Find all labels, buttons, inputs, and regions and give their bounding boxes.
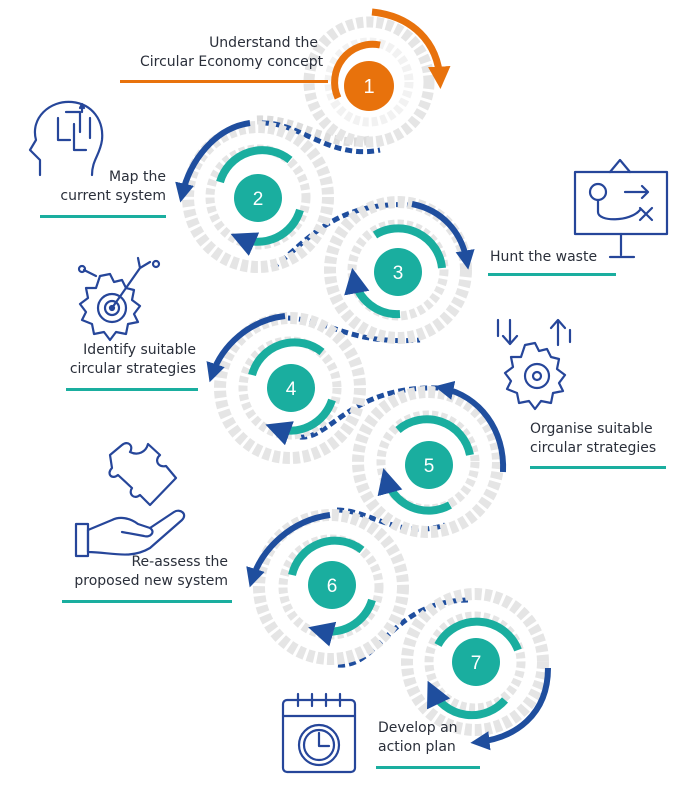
step-3-inner-arrow — [344, 267, 401, 319]
step-7-underline — [376, 766, 480, 769]
step-7-label-line2: action plan — [378, 739, 456, 755]
step-4-underline — [66, 388, 198, 391]
step-5-inner-arc — [395, 415, 474, 456]
step-6-badge — [308, 561, 356, 609]
step-4-outer-arrow — [206, 313, 286, 383]
step-5-label-line2: circular strategies — [530, 440, 657, 456]
step-7-outer-arrow — [470, 667, 551, 751]
step-1-underline — [120, 80, 328, 83]
step-1-arc-arrow — [371, 8, 451, 89]
step-5-inner-arrow — [377, 468, 452, 515]
step-3-inner-arc — [372, 224, 446, 269]
step-4: 4 — [206, 312, 366, 464]
step-7-number: 7 — [471, 653, 482, 674]
step-3-label: Hunt the waste — [490, 248, 610, 267]
step-4-inner-arrow — [265, 398, 336, 446]
step-4-inner-arc — [248, 338, 325, 377]
step-2-label: Map the current system — [40, 168, 166, 206]
step-2-label-line1: Map the — [109, 169, 166, 185]
step-6-inner-arrow — [308, 598, 376, 647]
step-7-label: Develop an action plan — [378, 719, 478, 757]
step-1: 1 — [303, 8, 451, 148]
step-4-badge — [267, 364, 315, 412]
step-6: 6 — [246, 509, 409, 665]
step-5-label-line1: Organise suitable — [530, 421, 653, 437]
step-3-number: 3 — [393, 263, 404, 284]
step-7-label-line1: Develop an — [378, 720, 458, 736]
step-7-inner-arrow — [427, 680, 509, 720]
connector-6-7 — [337, 597, 471, 668]
step-5-number: 5 — [424, 456, 435, 477]
step-3: 3 — [324, 196, 475, 344]
gear-arrows-icon — [496, 318, 572, 411]
presentation-board-icon — [573, 158, 669, 259]
step-5-label: Organise suitable circular strategies — [530, 420, 670, 458]
step-5-badge — [405, 441, 453, 489]
hand-puzzle-icon — [74, 442, 186, 558]
step-1-number: 1 — [363, 76, 374, 98]
calendar-clock-icon — [281, 692, 357, 774]
step-1-inner-arc — [331, 40, 381, 100]
step-5-outer-arrow — [434, 380, 507, 473]
step-1-badge — [344, 61, 394, 111]
gear-target-icon — [77, 256, 161, 342]
step-2-inner-arrow — [230, 208, 304, 256]
step-1-label-line1: Understand the — [209, 35, 318, 51]
step-7: 7 — [401, 588, 551, 751]
step-6-outer-arrow — [246, 512, 331, 588]
step-5: 5 — [352, 380, 507, 538]
step-6-label: Re-assess the proposed new system — [60, 553, 228, 591]
step-2-underline — [40, 215, 166, 218]
step-2-inner-arc — [216, 146, 293, 184]
step-6-label-line1: Re-assess the — [131, 554, 228, 570]
head-maze-icon — [28, 100, 104, 177]
step-4-number: 4 — [286, 379, 297, 400]
step-5-underline — [530, 466, 666, 469]
step-1-label-line2: Circular Economy concept — [140, 54, 324, 70]
step-6-label-line2: proposed new system — [74, 573, 228, 589]
step-1-label: Understand the Circular Economy concept — [140, 34, 324, 72]
step-6-underline — [62, 600, 232, 603]
step-4-label-line1: Identify suitable — [83, 342, 196, 358]
step-4-label: Identify suitable circular strategies — [50, 341, 196, 379]
step-6-number: 6 — [327, 576, 338, 597]
step-6-inner-arc — [288, 536, 365, 577]
step-3-underline — [488, 273, 616, 276]
step-3-label-line1: Hunt the waste — [490, 249, 598, 265]
step-3-outer-arrow — [411, 201, 475, 270]
step-3-badge — [374, 248, 422, 296]
step-2-label-line2: current system — [60, 188, 166, 204]
step-2-number: 2 — [253, 189, 264, 210]
step-7-badge — [452, 638, 500, 686]
step-4-label-line2: circular strategies — [69, 361, 196, 377]
step-1-inner-ring — [324, 37, 414, 127]
step-7-inner-arc — [434, 617, 522, 652]
step-2-badge — [234, 174, 282, 222]
step-2-outer-arrow — [175, 120, 251, 203]
step-2: 2 — [175, 120, 334, 273]
